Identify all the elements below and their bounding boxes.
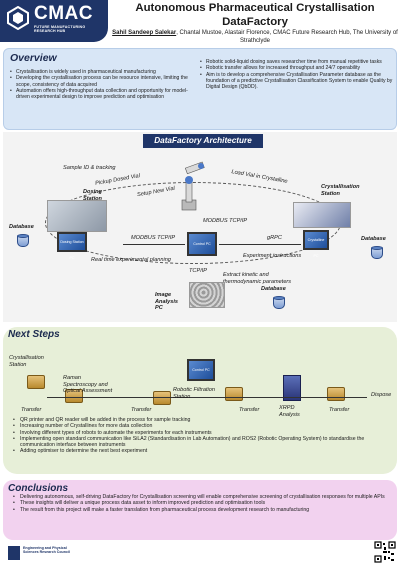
title-line-2: DataFactory	[222, 16, 288, 28]
overview-item: Developing the crystallisation process c…	[10, 75, 188, 88]
overview-item: Automation offers high-throughput data c…	[10, 88, 188, 101]
label-xrpd: XRPD Analysis	[279, 405, 300, 418]
link-dosing-control	[123, 244, 185, 245]
poster-header: CMAC FUTURE MANUFACTURING RESEARCH HUB A…	[0, 0, 400, 46]
list-item: Implementing open standard communication…	[13, 436, 393, 449]
epsrc-logo-icon	[8, 546, 20, 560]
label-crystallisation-station: Crystallisation Station	[321, 184, 360, 197]
architecture-title: DataFactory Architecture	[143, 134, 263, 148]
list-item: These insights will deliver a unique pro…	[13, 500, 393, 507]
list-item: Delivering autonomous, self-driving Data…	[13, 494, 393, 501]
control-pc: Control PC	[187, 232, 217, 256]
label-instructions: Experiment instructions	[243, 253, 302, 259]
list-item: Adding optimiser to determine the next b…	[13, 448, 393, 455]
label-sample-id: Sample ID & tracking	[63, 165, 116, 171]
overview-item: Aim is to develop a comprehensive Crysta…	[200, 72, 396, 91]
label-realtime: Real time experimental planning	[91, 257, 171, 263]
qr-code-icon	[374, 541, 396, 563]
next-steps-section: Next Steps Crystallisation Station Contr…	[3, 327, 397, 474]
overview-item: Robotic solid-liquid dosing saves resear…	[200, 59, 396, 66]
architecture-section: DataFactory Architecture Sample ID & tra…	[3, 132, 397, 322]
label-database-bottom: Database	[261, 286, 286, 292]
robot-arm-icon	[181, 161, 205, 211]
label-grpc: gRPC	[267, 235, 282, 241]
logo-text: CMAC	[34, 3, 93, 24]
logo-subtext: FUTURE MANUFACTURING RESEARCH HUB	[34, 25, 86, 34]
station-filtration	[153, 391, 171, 405]
conclusions-section: Conclusions Delivering autonomous, self-…	[3, 480, 397, 540]
link-control-crystalline	[219, 244, 301, 245]
label-image-analysis-pc: Image Analysis PC	[155, 292, 179, 312]
conclusions-list: Delivering autonomous, self-driving Data…	[13, 494, 393, 514]
label-transfer-3: Transfer	[239, 407, 260, 413]
label-transfer-1: Transfer	[21, 407, 42, 413]
station-crystallisation	[27, 375, 45, 389]
database-bottom-icon	[273, 296, 285, 310]
station-transfer-4	[327, 387, 345, 401]
label-tcpip: TCP/IP	[189, 268, 208, 274]
station-raman	[65, 389, 83, 403]
label-dispose: Dispose	[371, 392, 392, 398]
crystalline-pc: Crystalline PC	[303, 230, 329, 258]
label-cryst-station: Crystallisation Station	[9, 355, 44, 368]
label-modbus-top: MODBUS TCP/IP	[203, 218, 248, 224]
overview-left-column: Crystallisation is widely used in pharma…	[10, 69, 188, 100]
cmac-logo-icon	[7, 6, 29, 30]
authors: Sahil Sandeep Salekar, Chantal Mustoe, A…	[112, 29, 398, 45]
label-extract: Extract kinetic and thermodynamic parame…	[223, 272, 292, 285]
overview-title: Overview	[10, 52, 57, 64]
lead-author: Sahil Sandeep Salekar	[112, 30, 177, 36]
title-line-1: Autonomous Pharmaceutical Crystallisatio…	[135, 2, 375, 14]
crystalline-photo	[293, 202, 351, 228]
overview-item: Crystallisation is widely used in pharma…	[10, 69, 188, 76]
list-item: The result from this project will make a…	[13, 507, 393, 514]
next-steps-list: QR printer and QR reader will be added i…	[13, 417, 393, 455]
cmac-logo: CMAC FUTURE MANUFACTURING RESEARCH HUB	[0, 0, 108, 42]
station-transfer-3	[225, 387, 243, 401]
conclusions-title: Conclusions	[8, 483, 69, 494]
label-modbus-left: MODBUS TCP/IP	[131, 235, 176, 241]
xrpd-instrument	[283, 375, 301, 401]
poster-title: Autonomous Pharmaceutical Crystallisatio…	[112, 1, 398, 29]
label-transfer-4: Transfer	[329, 407, 350, 413]
database-right-icon	[371, 246, 383, 260]
label-load: Load Vial in Crystalline	[230, 169, 288, 185]
flow-line	[47, 397, 367, 398]
label-database-right: Database	[361, 236, 386, 242]
list-item: Involving different types of robots to a…	[13, 430, 393, 437]
label-filtration: Robotic Filtration Station	[173, 387, 215, 400]
microscope-image	[189, 282, 225, 308]
label-raman: Raman Spectroscopy and Optical Assessmen…	[63, 375, 113, 395]
funder-name: Engineering and Physical Sciences Resear…	[23, 546, 70, 555]
other-authors: , Chantal Mustoe, Alastair Florence, CMA…	[176, 30, 398, 44]
dosing-station-pc: Dosing Station PC	[57, 232, 87, 260]
next-control-pc: Control PC	[187, 359, 215, 381]
label-transfer-2: Transfer	[131, 407, 152, 413]
database-left-icon	[17, 234, 29, 248]
list-item: Increasing number of Crystallines for mo…	[13, 423, 393, 430]
list-item: QR printer and QR reader will be added i…	[13, 417, 393, 424]
overview-section: Overview Crystallisation is widely used …	[3, 48, 397, 130]
dosing-station-photo	[47, 200, 107, 232]
label-dosing-station: Dosing Station	[83, 189, 102, 202]
label-database-left: Database	[9, 224, 34, 230]
overview-item: Robotic transfer allows for increased th…	[200, 65, 396, 72]
next-steps-title: Next Steps	[8, 329, 60, 340]
overview-right-column: Robotic solid-liquid dosing saves resear…	[200, 59, 396, 90]
